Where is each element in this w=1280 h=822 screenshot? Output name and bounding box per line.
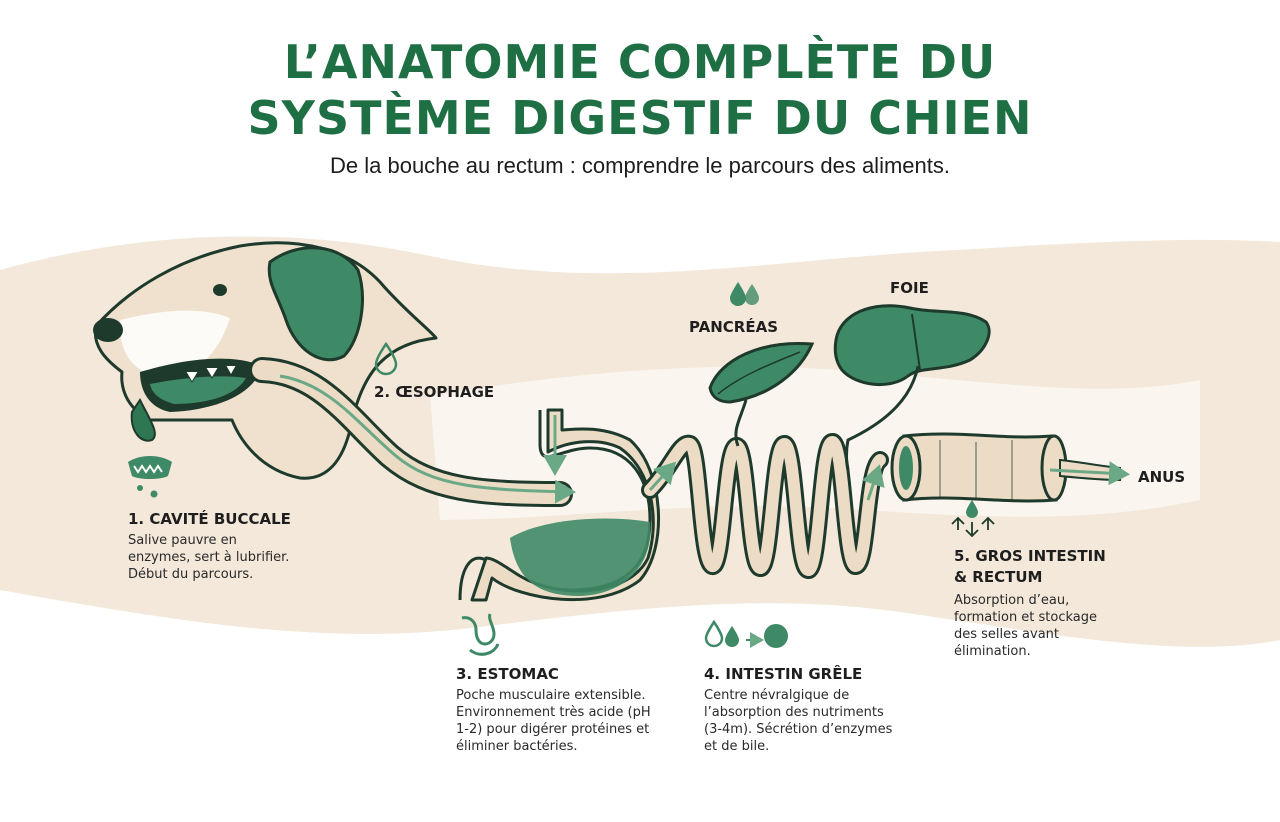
subtitle: De la bouche au rectum : comprendre le p… xyxy=(330,153,950,178)
pancreas-organ xyxy=(708,341,815,447)
step-5-line: formation et stockage xyxy=(954,610,1098,625)
step-5-line: élimination. xyxy=(954,644,1031,659)
pancreas-drops-icon xyxy=(730,282,759,306)
step-5-title-line-1: 5. GROS INTESTIN xyxy=(954,547,1106,565)
step-3-line: Poche musculaire extensible. xyxy=(456,688,646,703)
step-3-title: 3. ESTOMAC xyxy=(456,665,559,683)
absorption-icon xyxy=(704,619,788,648)
step-4-line: Centre névralgique de xyxy=(704,688,850,703)
anus-label: ANUS xyxy=(1138,468,1186,486)
step-1-description: Salive pauvre en enzymes, sert à lubrifi… xyxy=(128,532,289,583)
step-4-title: 4. INTESTIN GRÊLE xyxy=(704,665,863,683)
step-4-line: l’absorption des nutriments xyxy=(704,705,884,720)
esophagus xyxy=(249,357,576,507)
step-3-line: éliminer bactéries. xyxy=(456,739,578,754)
step-1-title: 1. CAVITÉ BUCCALE xyxy=(128,510,291,528)
step-4-line: et de bile. xyxy=(704,739,770,754)
stomach-icon xyxy=(461,613,500,656)
saliva-drop-icon xyxy=(374,341,398,376)
dog-tongue xyxy=(130,398,156,442)
step-5-title-line-2: & RECTUM xyxy=(954,568,1043,586)
large-intestine xyxy=(890,432,1130,503)
step-3-line: 1-2) pour digérer protéines et xyxy=(456,722,650,737)
step-3-description: Poche musculaire extensible. Environneme… xyxy=(456,687,651,755)
step-4-description: Centre névralgique de l’absorption des n… xyxy=(704,687,892,755)
step-2-title: 2. ŒSOPHAGE xyxy=(374,383,495,401)
step-5-description: Absorption d’eau, formation et stockage … xyxy=(954,592,1097,660)
step-1-line: Salive pauvre en xyxy=(128,533,237,548)
step-3-line: Environnement très acide (pH xyxy=(456,705,651,720)
stomach xyxy=(458,408,661,602)
teeth-icon xyxy=(128,456,172,498)
liver-organ xyxy=(833,304,991,471)
small-intestine xyxy=(641,432,889,580)
title-line-1: L’ANATOMIE COMPLÈTE DU xyxy=(283,35,997,89)
step-1-line: Début du parcours. xyxy=(128,567,254,582)
liver-label: FOIE xyxy=(890,279,929,297)
step-1-line: enzymes, sert à lubrifier. xyxy=(128,550,290,565)
pancreas-label: PANCRÉAS xyxy=(689,318,778,336)
dog-nose xyxy=(93,318,123,342)
dog-ear xyxy=(267,246,364,362)
step-4-line: (3-4m). Sécrétion d’enzymes xyxy=(704,722,893,737)
water-absorption-icon xyxy=(951,500,995,538)
step-5-line: Absorption d’eau, xyxy=(954,593,1070,608)
step-5-line: des selles avant xyxy=(954,627,1060,642)
title-line-2: SYSTÈME DIGESTIF DU CHIEN xyxy=(247,91,1033,145)
dog-eye xyxy=(213,284,227,296)
